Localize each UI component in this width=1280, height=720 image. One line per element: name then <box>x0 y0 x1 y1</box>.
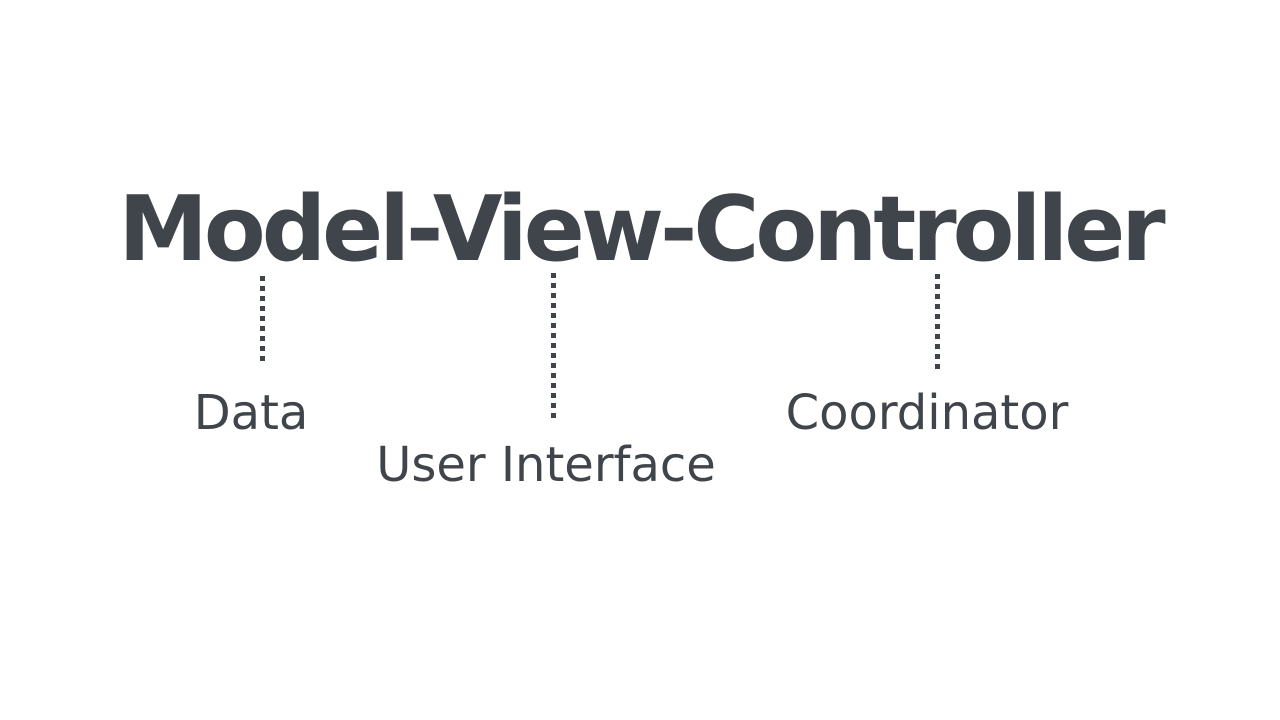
label-view-user-interface: User Interface <box>376 437 716 493</box>
label-controller-coordinator: Coordinator <box>785 385 1069 441</box>
connector-line-model <box>260 276 265 366</box>
diagram-title: Model-View-Controller <box>118 177 1165 282</box>
connector-line-controller <box>935 274 940 371</box>
label-model-data: Data <box>193 385 309 441</box>
connector-line-view <box>551 273 556 420</box>
